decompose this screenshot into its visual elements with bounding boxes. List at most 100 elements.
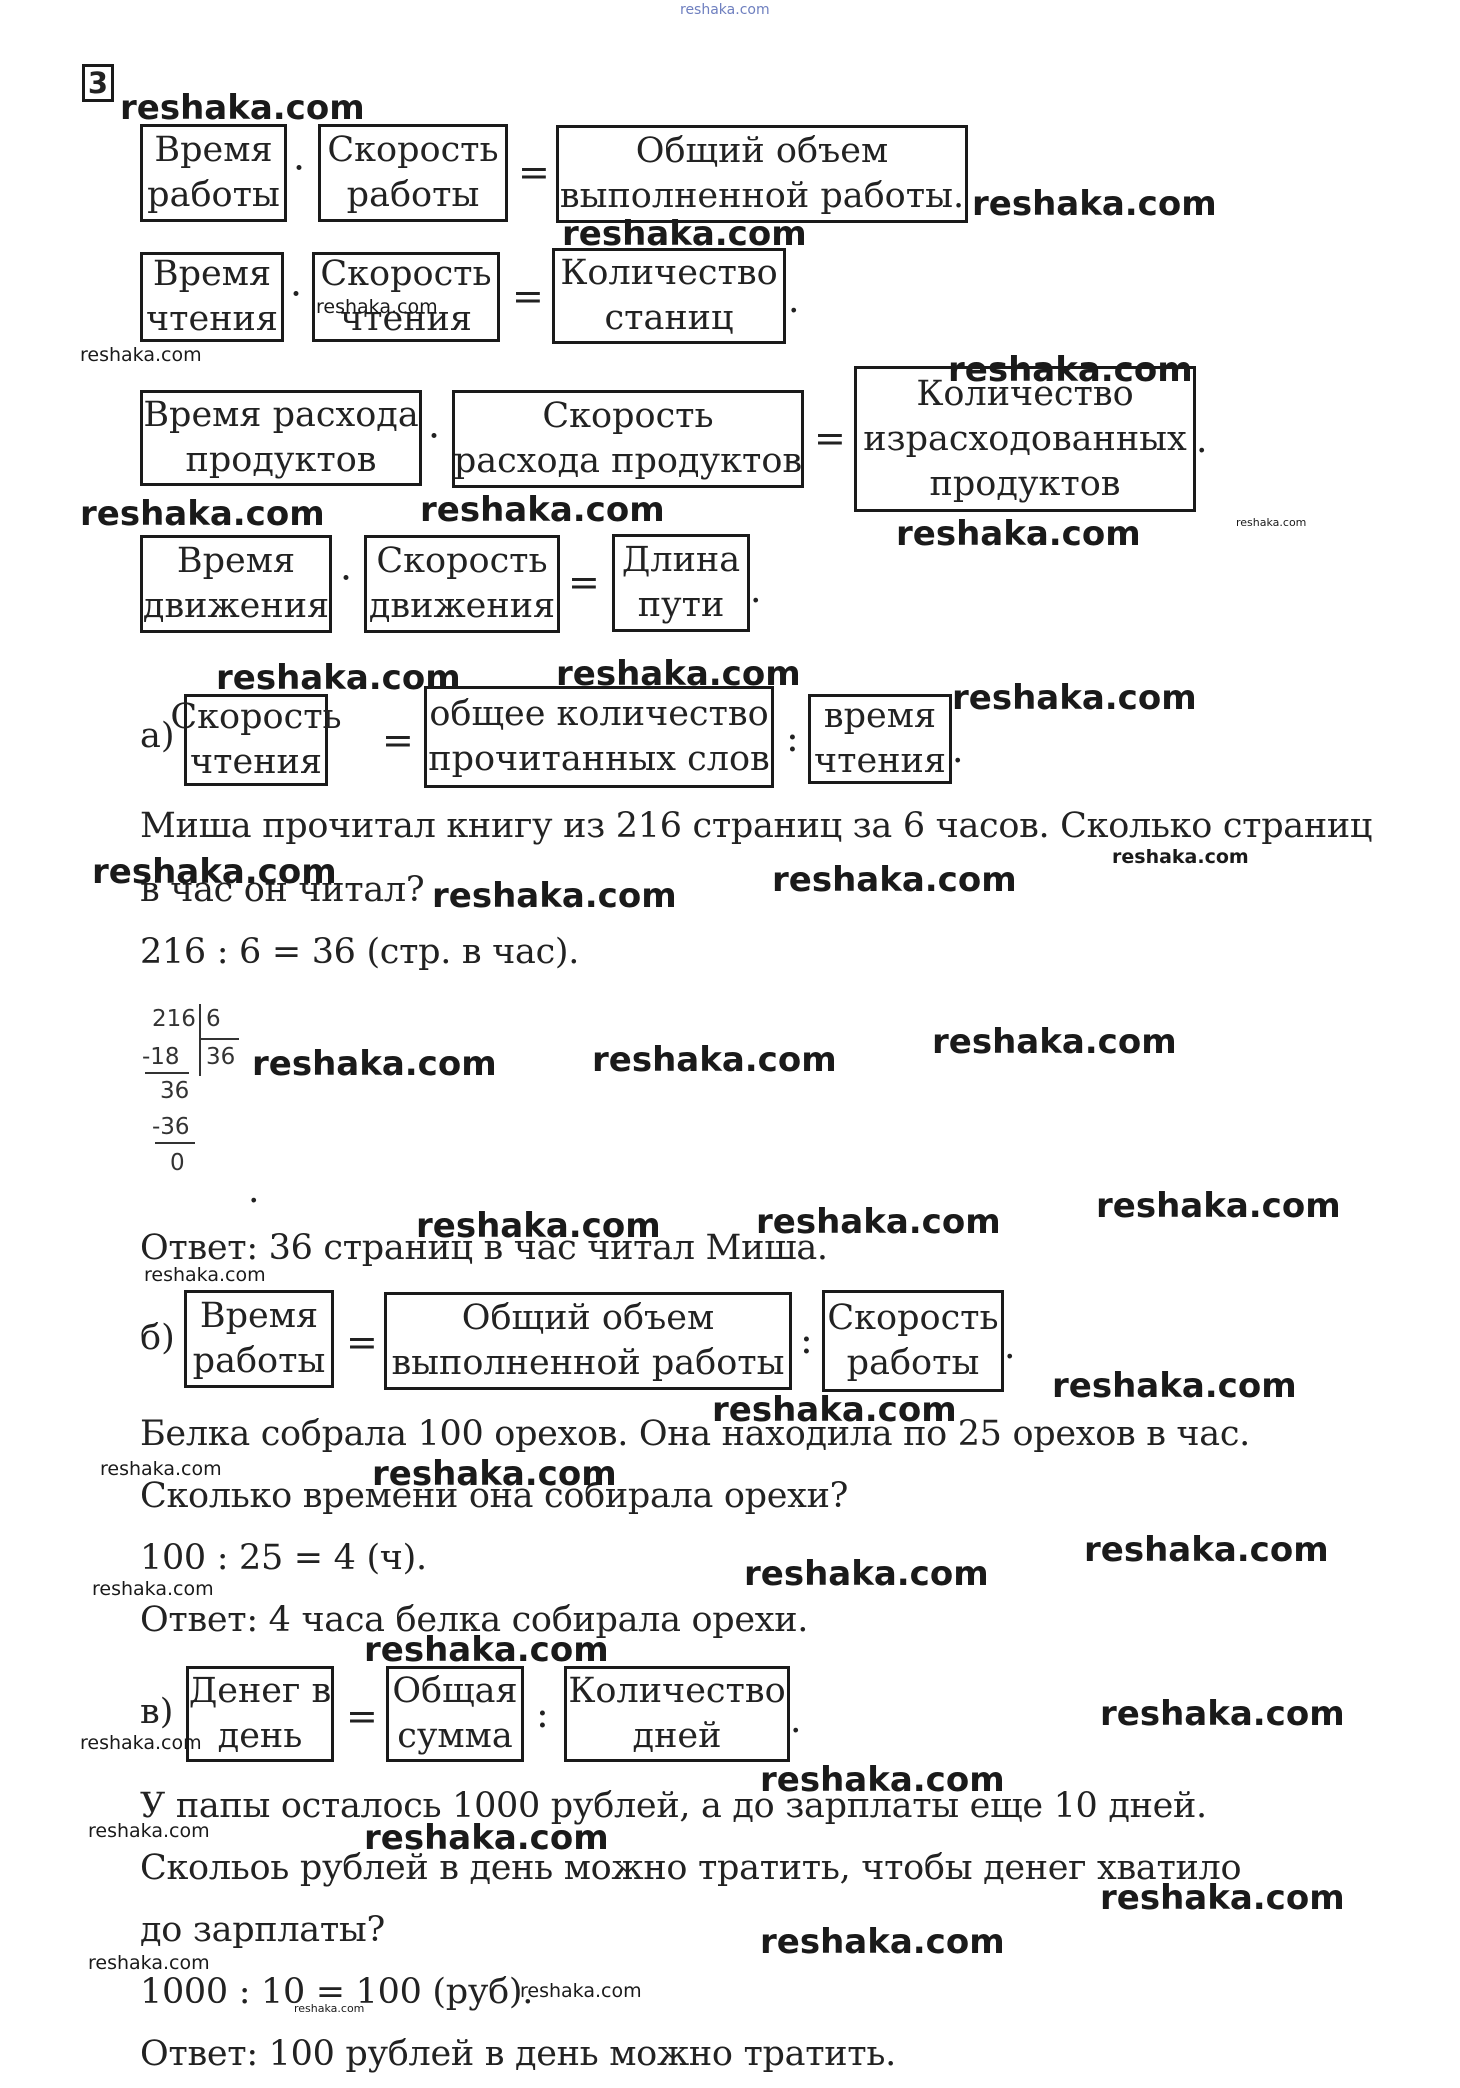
part-b-problem-line-2: Сколько времени она собирала орехи?	[140, 1476, 849, 1516]
ld-sub-2: -36	[152, 1114, 190, 1140]
multiply-sign: ·	[428, 414, 441, 458]
part-c-problem-line-3: до зарплаты?	[140, 1910, 385, 1950]
box-line: чтения	[146, 299, 278, 339]
watermark: reshaka.com	[100, 1458, 222, 1480]
box-line: Общий объем	[461, 1298, 715, 1338]
equals-sign: =	[814, 416, 846, 460]
box-line: движения	[368, 586, 556, 626]
multiply-sign: ·	[293, 146, 306, 190]
watermark: reshaka.com	[1236, 516, 1307, 529]
watermark: reshaka.com	[972, 184, 1217, 224]
formula-3-result-box: Количество израсходованных продуктов	[854, 366, 1196, 512]
ld-rem-2: 0	[170, 1150, 185, 1176]
box-line: пути	[637, 585, 725, 625]
box-line: продуктов	[185, 440, 377, 480]
ld-rem-1: 36	[160, 1078, 190, 1104]
ld-dividend: 216	[152, 1006, 196, 1032]
box-line: Время	[154, 130, 273, 170]
watermark: reshaka.com	[952, 678, 1197, 718]
box-line: чтения	[340, 299, 472, 339]
watermark: reshaka.com	[80, 1732, 202, 1754]
part-b-solution: 100 : 25 = 4 (ч).	[140, 1538, 427, 1578]
part-a-total-box: общее количество прочитанных слов	[424, 686, 774, 788]
box-line: Скорость	[542, 396, 714, 436]
part-b-total-box: Общий объем выполненной работы	[384, 1292, 792, 1390]
watermark: reshaka.com	[92, 852, 337, 892]
watermark: reshaka.com	[432, 876, 677, 916]
watermark: reshaka.com	[294, 2002, 365, 2015]
period: .	[1196, 420, 1208, 461]
box-line: работы	[846, 1343, 980, 1383]
watermark: reshaka.com	[756, 1202, 1001, 1242]
watermark: reshaka.com	[416, 1206, 661, 1246]
box-line: чтения	[814, 741, 946, 781]
box-line: Скорость	[827, 1298, 999, 1338]
part-c-problem-line-2: Скольоь рублей в день можно тратить, что…	[140, 1848, 1242, 1888]
box-line: Скорость	[327, 130, 499, 170]
formula-1-speed-box: Скорость работы	[318, 124, 508, 222]
box-line: дней	[632, 1716, 722, 1756]
watermark: reshaka.com	[562, 214, 807, 254]
part-a-time-box: время чтения	[808, 694, 952, 784]
part-c-answer: Ответ: 100 рублей в день можно тратить.	[140, 2034, 896, 2074]
box-line: выполненной работы.	[559, 176, 965, 216]
watermark: reshaka.com	[216, 658, 461, 698]
divide-sign: :	[536, 1692, 549, 1736]
period: .	[750, 570, 762, 611]
watermark: reshaka.com	[316, 296, 438, 318]
part-c-letter: в)	[140, 1692, 174, 1732]
part-a-letter: а)	[140, 716, 175, 756]
watermark: reshaka.com	[712, 1390, 957, 1430]
period: .	[952, 730, 964, 771]
box-line: Длина	[621, 540, 741, 580]
watermark: reshaka.com	[420, 490, 665, 530]
ld-divider-line	[199, 1004, 201, 1076]
formula-4-result-box: Длина пути	[612, 534, 750, 632]
watermark: reshaka.com	[364, 1818, 609, 1858]
watermark: reshaka.com	[592, 1040, 837, 1080]
watermark: reshaka.com	[896, 514, 1141, 554]
watermark: reshaka.com	[88, 1952, 210, 1974]
equals-sign: =	[518, 150, 550, 194]
box-line: работы	[147, 175, 280, 215]
box-line: станиц	[604, 298, 734, 338]
formula-2-speed-box: Скорость чтения	[312, 252, 500, 342]
box-line: Общая	[392, 1671, 518, 1711]
watermark: reshaka.com	[252, 1044, 497, 1084]
formula-2-time-box: Время чтения	[140, 252, 284, 342]
watermark: reshaka.com	[772, 860, 1017, 900]
watermark: reshaka.com	[948, 350, 1193, 390]
watermark: reshaka.com	[760, 1760, 1005, 1800]
part-b-answer: Ответ: 4 часа белка собирала орехи.	[140, 1600, 809, 1640]
part-a-solution: 216 : 6 = 36 (стр. в час).	[140, 932, 580, 972]
watermark: reshaka.com	[120, 88, 365, 128]
box-line: движения	[142, 586, 330, 626]
period: .	[1004, 1326, 1016, 1367]
box-line: расхода продуктов	[453, 441, 803, 481]
ld-divisor: 6	[206, 1006, 221, 1032]
box-line: продуктов	[929, 463, 1121, 504]
box-line: Количество	[916, 373, 1134, 414]
part-c-days-box: Количество дней	[564, 1666, 790, 1762]
equals-sign: =	[382, 718, 414, 762]
box-line: выполненной работы	[391, 1343, 785, 1383]
multiply-sign: ·	[290, 272, 303, 316]
ld-quotient-line	[199, 1038, 239, 1040]
part-b-time-box: Время работы	[184, 1290, 334, 1388]
watermark: reshaka.com	[92, 1578, 214, 1600]
box-line: Время	[152, 254, 272, 294]
formula-1-time-box: Время работы	[140, 124, 287, 222]
box-line: работы	[192, 1341, 326, 1381]
box-line: прочитанных слов	[428, 739, 770, 779]
part-a-speed-box: Скорость чтения	[170, 694, 342, 786]
watermark: reshaka.com	[1096, 1186, 1341, 1226]
part-a-problem-line-1: Миша прочитал книгу из 216 страниц за 6 …	[140, 806, 1373, 846]
formula-2-result-box: Количество станиц	[552, 248, 786, 344]
equals-sign: =	[512, 274, 544, 318]
box-line: Скорость	[376, 541, 548, 581]
watermark: reshaka.com	[1052, 1366, 1297, 1406]
box-line: Скорость	[320, 254, 492, 294]
formula-3-speed-box: Скорость расхода продуктов	[452, 390, 804, 488]
box-line: Количество	[560, 253, 778, 293]
watermark: reshaka.com	[1112, 846, 1249, 868]
